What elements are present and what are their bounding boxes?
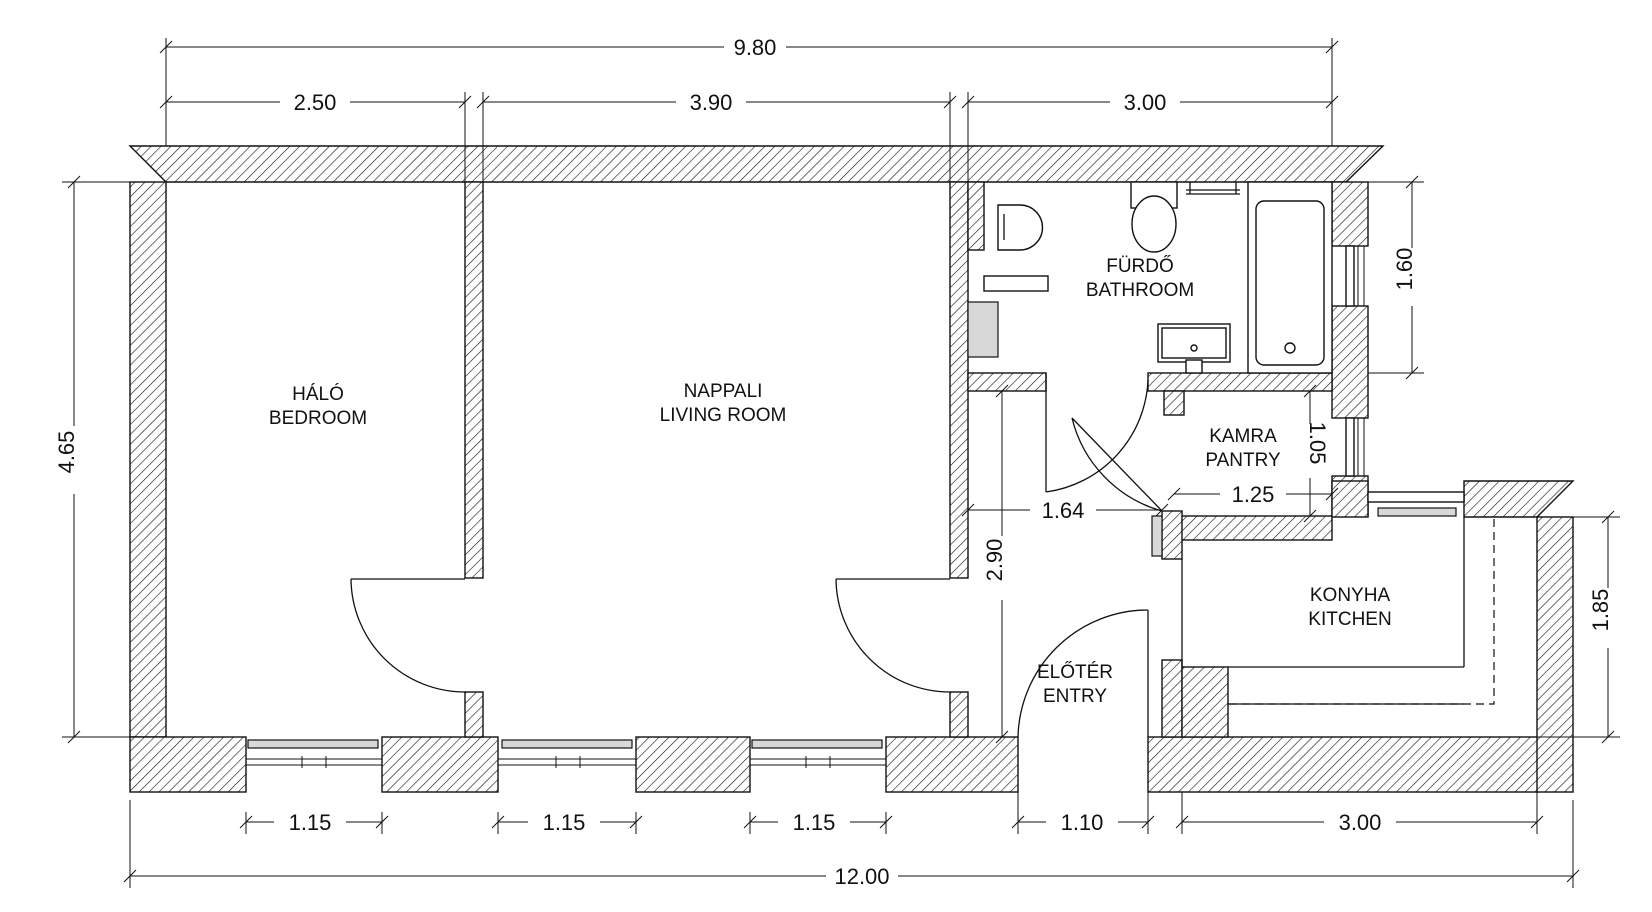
wall-right-bath-1	[1331, 181, 1369, 247]
door-living	[835, 578, 951, 693]
wall-living-hall-bottom	[949, 691, 969, 738]
wall-kitchen-block	[1181, 666, 1229, 738]
wall-bed-living-bottom	[464, 691, 484, 738]
window-bathroom	[1345, 245, 1365, 307]
room-bathroom-hu: FÜRDŐ	[1106, 255, 1174, 277]
dim-pantry-width: 1.25	[1232, 482, 1275, 507]
wall-bottom-1	[129, 736, 247, 793]
room-entry-hu: ELŐTÉR	[1037, 661, 1113, 683]
dimension-labels: 9.80 2.50 3.90 3.00 4.65 1.60 1.05 1.25 …	[54, 35, 1613, 889]
wall-left	[129, 181, 167, 738]
wall-bottom-2	[381, 736, 499, 793]
wall-bed-living-top	[464, 181, 484, 579]
room-living-hu: NAPPALI	[684, 381, 763, 402]
dim-hall-width: 1.64	[1042, 498, 1085, 523]
shelf-icon	[983, 275, 1049, 292]
door-bathroom	[1045, 373, 1149, 493]
dim-window-3: 1.15	[793, 810, 836, 835]
wall-kitchen-left-bottom	[1161, 659, 1183, 738]
wall-bath-left	[967, 181, 985, 251]
dim-hall-height: 2.90	[982, 539, 1007, 582]
room-bedroom-en: BEDROOM	[269, 408, 367, 429]
window-living-1	[498, 739, 636, 768]
toilet-icon	[1130, 181, 1178, 253]
room-pantry-en: PANTRY	[1205, 450, 1281, 471]
dim-top-overall: 9.80	[734, 35, 777, 60]
dim-right-bath: 1.60	[1392, 248, 1417, 291]
walls	[128, 145, 1575, 793]
wall-bath-bottom-left	[967, 372, 1047, 392]
wall-top	[128, 145, 1385, 183]
room-living-en: LIVING ROOM	[660, 405, 787, 426]
room-entry-en: ENTRY	[1043, 686, 1107, 707]
fixtures	[967, 181, 1495, 705]
toilet-left-icon	[997, 204, 1044, 251]
wall-bottom-3	[635, 736, 751, 793]
washing-machine-icon	[967, 301, 999, 358]
dimension-lines	[62, 38, 1620, 888]
room-kitchen-hu: KONYHA	[1310, 585, 1391, 606]
dim-bottom-overall: 12.00	[834, 864, 889, 889]
windows	[246, 245, 1465, 768]
wall-kitchen-right	[1536, 516, 1574, 793]
window-bedroom	[246, 739, 382, 768]
dim-right-kitchen: 1.85	[1588, 589, 1613, 632]
wall-kitchen-left-top	[1161, 510, 1183, 560]
dim-window-1: 1.15	[289, 810, 332, 835]
dim-top-bath: 3.00	[1124, 90, 1167, 115]
wall-right-bath-2	[1331, 305, 1369, 419]
wall-pantry-bottom	[1161, 515, 1333, 541]
window-pantry	[1345, 417, 1365, 477]
room-bathroom-en: BATHROOM	[1086, 280, 1194, 301]
fridge-icon	[1151, 515, 1163, 557]
room-labels: HÁLÓ BEDROOM NAPPALI LIVING ROOM FÜRDŐ B…	[269, 255, 1392, 707]
wall-living-hall-top	[949, 181, 969, 579]
sink-icon	[1157, 323, 1231, 374]
wall-bath-bottom-right	[1147, 372, 1333, 392]
bathtub-icon	[1247, 181, 1333, 374]
towel-rail-icon	[1186, 182, 1240, 195]
door-entry	[1017, 609, 1149, 738]
door-pantry	[1071, 417, 1163, 512]
wall-bottom-right	[1147, 736, 1539, 793]
door-bedroom	[350, 578, 466, 693]
window-living-2	[750, 739, 886, 768]
dim-pantry-height: 1.05	[1305, 422, 1330, 465]
dim-top-bedroom: 2.50	[294, 90, 337, 115]
room-kitchen-en: KITCHEN	[1308, 609, 1391, 630]
dim-left-height: 4.65	[54, 431, 79, 474]
window-kitchen	[1367, 491, 1465, 517]
wall-bottom-4	[885, 736, 1019, 793]
dim-entry-width: 1.10	[1061, 810, 1104, 835]
dim-kitchen-width: 3.00	[1339, 810, 1382, 835]
wall-pantry-stub	[1163, 390, 1185, 416]
wall-kitchen-top	[1463, 480, 1575, 518]
room-pantry-hu: KAMRA	[1209, 426, 1277, 447]
dim-top-living: 3.90	[690, 90, 733, 115]
kitchen-counter	[1181, 517, 1495, 705]
wall-kitchen-corner	[1331, 480, 1369, 518]
room-bedroom-hu: HÁLÓ	[292, 383, 344, 405]
dim-window-2: 1.15	[543, 810, 586, 835]
doors	[350, 373, 1163, 738]
